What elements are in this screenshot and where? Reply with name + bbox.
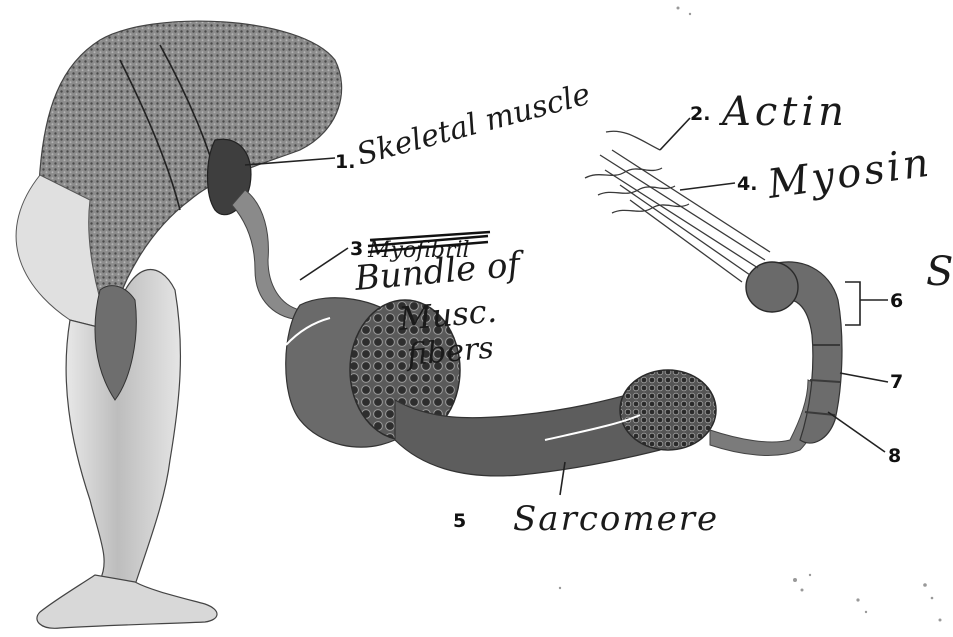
label-number-2: 2. bbox=[690, 103, 710, 125]
myofibril-end bbox=[746, 262, 798, 312]
label-number-1: 1. bbox=[335, 151, 355, 173]
leader-line-7 bbox=[840, 373, 888, 382]
actin-filament bbox=[612, 150, 770, 252]
label-number-3: 3 bbox=[350, 238, 363, 260]
handwritten-actin: Actin bbox=[718, 89, 848, 135]
handwritten-myosin: Myosin bbox=[764, 139, 935, 208]
leader-line-3 bbox=[300, 248, 348, 280]
leader-line-6 bbox=[845, 282, 888, 325]
leader-line-2 bbox=[660, 118, 690, 150]
handwritten-sarcomere: Sarcomere bbox=[513, 499, 719, 539]
actin-coil bbox=[598, 186, 675, 195]
myofibril-connector bbox=[710, 380, 820, 455]
leader-line-8 bbox=[828, 412, 885, 452]
muscle-fiber-cross-section bbox=[620, 370, 716, 450]
actin-filament bbox=[620, 185, 750, 275]
myosin-filament bbox=[600, 155, 765, 260]
actin-filament bbox=[605, 170, 758, 268]
label-number-6: 6 bbox=[890, 290, 903, 312]
myofibril-illustration bbox=[710, 262, 842, 456]
label-number-7: 7 bbox=[890, 371, 903, 393]
label-number-8: 8 bbox=[888, 445, 901, 467]
leader-line-4 bbox=[680, 183, 735, 190]
label-number-4: 4. bbox=[737, 173, 757, 195]
foot-shape bbox=[37, 575, 217, 628]
handwritten-bundle-line3: fibers bbox=[404, 331, 495, 374]
actin-filament bbox=[630, 200, 742, 282]
fascicle-stalk bbox=[232, 190, 305, 320]
actin-strand bbox=[606, 131, 660, 150]
label-number-5: 5 bbox=[453, 510, 466, 532]
handwritten-edge-letter: S bbox=[926, 249, 953, 295]
handwritten-skeletal-muscle: Skeletal muscle bbox=[353, 77, 594, 173]
myofilaments-illustration bbox=[585, 131, 770, 282]
